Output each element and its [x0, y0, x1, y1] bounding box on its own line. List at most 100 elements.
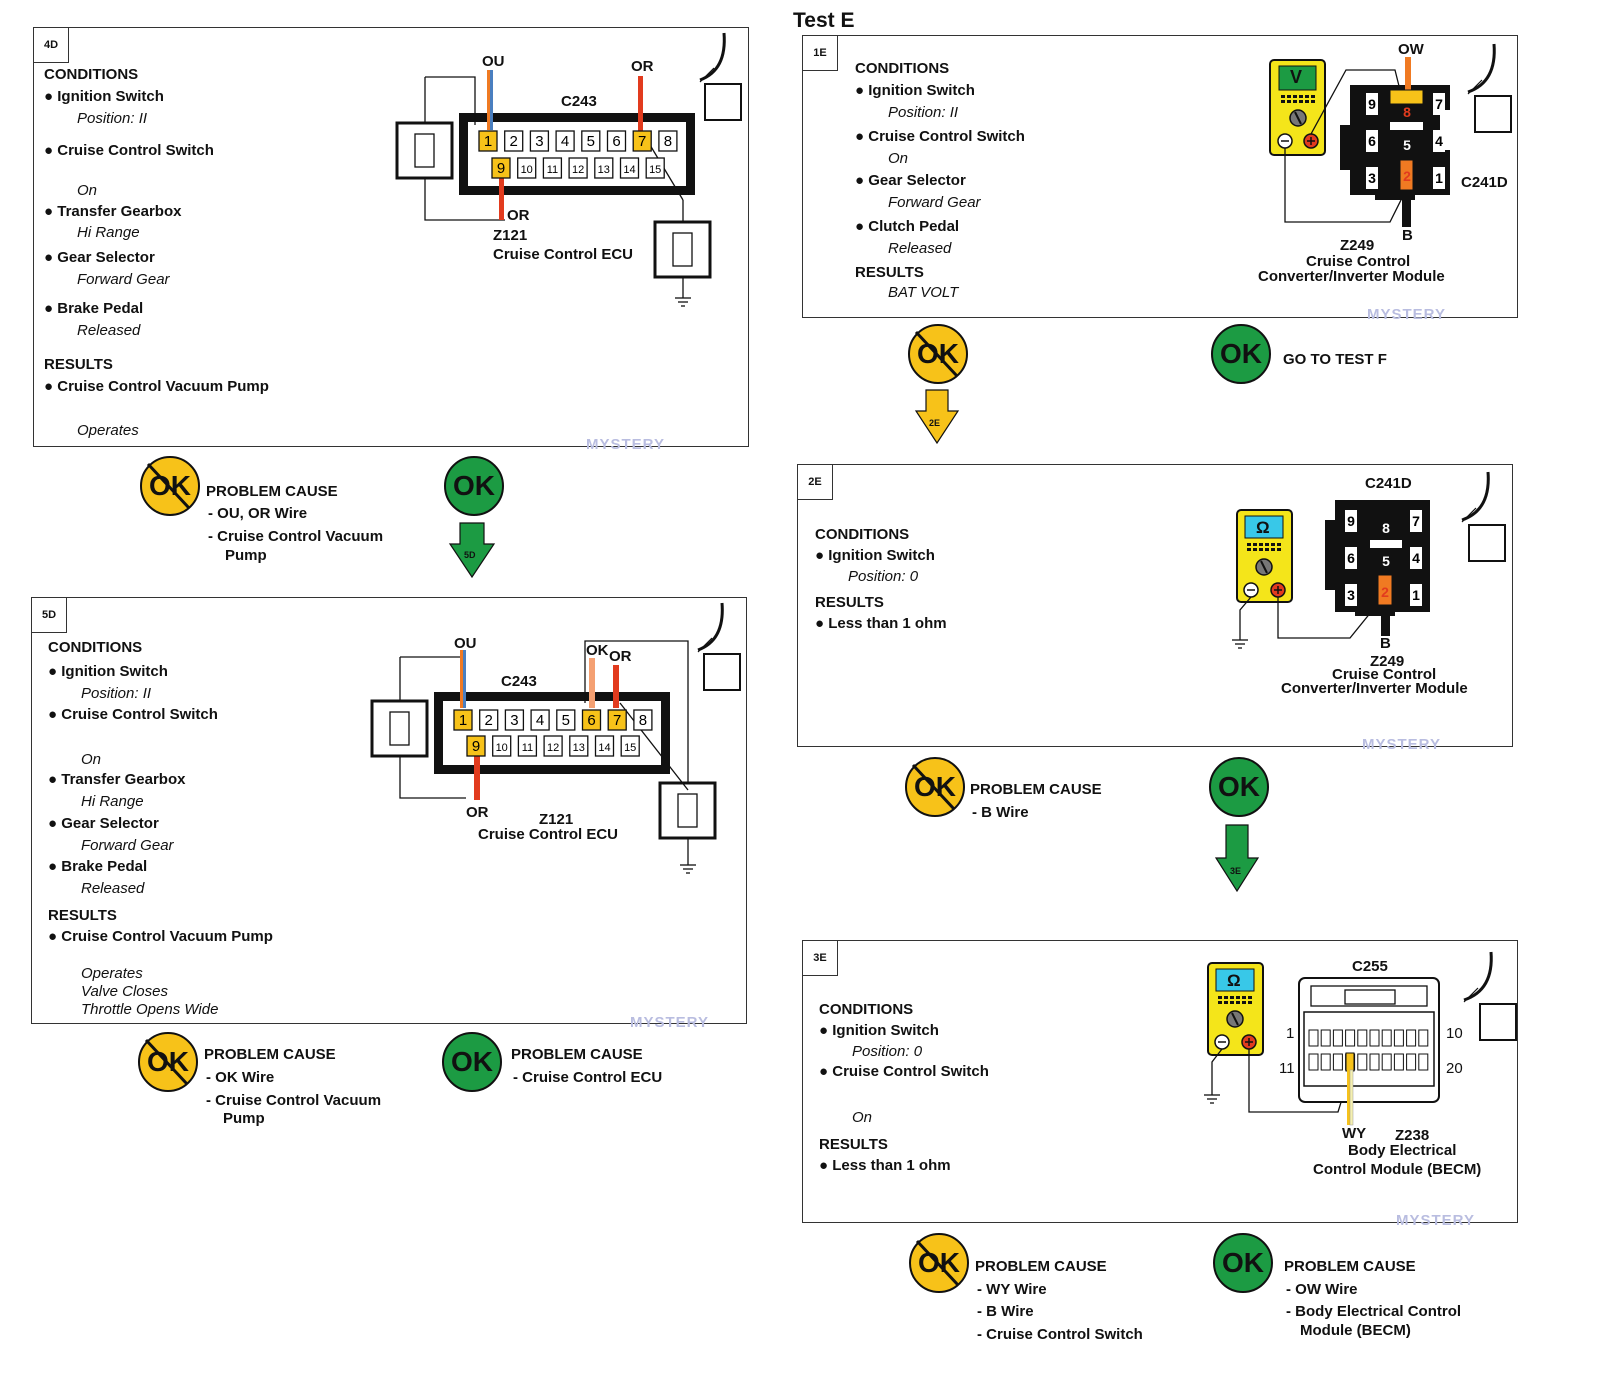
pin-label: 1 — [484, 133, 492, 150]
pin-label: 6 — [612, 133, 620, 150]
pin-label: 5 — [587, 133, 595, 150]
pin-label: 4 — [1435, 133, 1443, 149]
pin-label: 7 — [613, 712, 621, 729]
connector-label: C243 — [561, 93, 597, 110]
problem-cause-item: - Cruise Control Vacuum — [208, 528, 384, 545]
condition-item: ● Cruise Control Switch — [819, 1063, 989, 1080]
pin-label: 9 — [1368, 96, 1376, 112]
meter-key — [1293, 100, 1297, 103]
watermark: MYSTERY — [1367, 306, 1446, 323]
condition-item: ● Clutch Pedal — [855, 218, 960, 235]
ok-icon: OK — [1211, 324, 1271, 384]
connector-cavity — [1406, 1053, 1417, 1071]
pin-label: 4 — [1412, 550, 1420, 566]
result-value: Valve Closes — [81, 983, 168, 1000]
watermark: MYSTERY — [630, 1014, 709, 1031]
problem-cause-item: - OW Wire — [1286, 1281, 1358, 1298]
condition-value: Forward Gear — [888, 194, 981, 211]
meter-key — [1259, 543, 1263, 546]
results-heading: RESULTS — [48, 907, 117, 924]
connector-pin — [466, 735, 486, 757]
module-name: Cruise Control — [1306, 253, 1411, 270]
problem-cause-item: - Cruise Control Switch — [977, 1326, 1143, 1343]
module-name: Cruise Control ECU — [478, 826, 619, 843]
meter-key — [1247, 543, 1251, 546]
module-code: Z121 — [539, 811, 574, 828]
condition-value: Position: 0 — [852, 1043, 923, 1060]
condition-item: ● Ignition Switch — [819, 1022, 939, 1039]
connector-pin — [517, 157, 537, 179]
connector-cavity — [1308, 1053, 1319, 1071]
wire-label-or: OR — [631, 58, 654, 75]
problem-cause-item: - OU, OR Wire — [208, 505, 308, 522]
meter-key — [1311, 95, 1315, 98]
pin-label: 12 — [547, 742, 559, 754]
pin-label: 1 — [1435, 170, 1443, 186]
condition-item: ● Brake Pedal — [48, 858, 148, 875]
connector-pin — [542, 157, 563, 179]
pin-label: 5 — [1403, 137, 1411, 153]
problem-cause-item: - OK Wire — [206, 1069, 275, 1086]
conditions-heading: CONDITIONS — [855, 60, 950, 77]
connector-pin — [453, 709, 473, 731]
pin-label: 3 — [535, 133, 543, 150]
module-name: Cruise Control ECU — [493, 246, 634, 263]
pin-label: 2 — [1381, 584, 1389, 600]
connector-pin — [606, 130, 627, 152]
results-heading: RESULTS — [44, 356, 113, 373]
problem-cause-item: Pump — [223, 1110, 265, 1127]
condition-value: Hi Range — [77, 224, 140, 241]
wire-label-wy: WY — [1342, 1125, 1367, 1142]
meter-key — [1224, 1001, 1228, 1004]
pin-label: 1 — [459, 712, 467, 729]
pin-number: 20 — [1446, 1060, 1463, 1077]
connector-pin — [633, 709, 653, 731]
connector-cavity — [1345, 1029, 1356, 1047]
result-item: ● Cruise Control Vacuum Pump — [44, 378, 269, 395]
wire-label-ou: OU — [482, 53, 505, 70]
condition-value: Released — [888, 240, 952, 257]
condition-value: Position: II — [81, 685, 152, 702]
connector-cavity — [1381, 1053, 1392, 1071]
pin-label: 12 — [572, 164, 584, 176]
conditions-heading: CONDITIONS — [44, 66, 139, 83]
panel-id: 5D — [32, 598, 67, 633]
meter-key — [1248, 996, 1252, 999]
connector-cavity — [1332, 1053, 1343, 1071]
results-heading: RESULTS — [819, 1136, 888, 1153]
condition-item: ● Gear Selector — [48, 815, 159, 832]
watermark: MYSTERY — [1362, 736, 1441, 753]
condition-value: On — [81, 751, 102, 768]
meter-key — [1305, 100, 1309, 103]
meter-key — [1247, 548, 1251, 551]
result-item: ● Less than 1 ohm — [815, 615, 947, 632]
conditions-heading: CONDITIONS — [819, 1001, 914, 1018]
connector-cavity — [1320, 1053, 1331, 1071]
not-ok-icon: OK — [140, 456, 200, 516]
goto-next-test: GO TO TEST F — [1283, 351, 1387, 368]
connector-pin — [478, 130, 498, 152]
connector-cavity — [1369, 1053, 1380, 1071]
meter-key — [1236, 1001, 1240, 1004]
connector-pin — [645, 157, 665, 179]
module-name: Converter/Inverter Module — [1281, 680, 1468, 697]
wire-label-ok: OK — [586, 642, 609, 659]
pin-number: 10 — [1446, 1025, 1463, 1042]
panel-id: 4D — [34, 28, 69, 63]
ok-icon: OK — [1213, 1233, 1273, 1293]
panel-id: 1E — [803, 36, 838, 71]
connector-label: C243 — [501, 673, 537, 690]
condition-value: Forward Gear — [77, 271, 170, 288]
problem-cause-item: - Cruise Control ECU — [513, 1069, 663, 1086]
connector-pin — [620, 735, 640, 757]
result-value: Throttle Opens Wide — [81, 1001, 219, 1018]
pin-label: 1 — [1412, 587, 1420, 603]
pin-label: 3 — [1347, 587, 1355, 603]
meter-mode-label: V — [1290, 67, 1303, 87]
meter-key — [1293, 95, 1297, 98]
